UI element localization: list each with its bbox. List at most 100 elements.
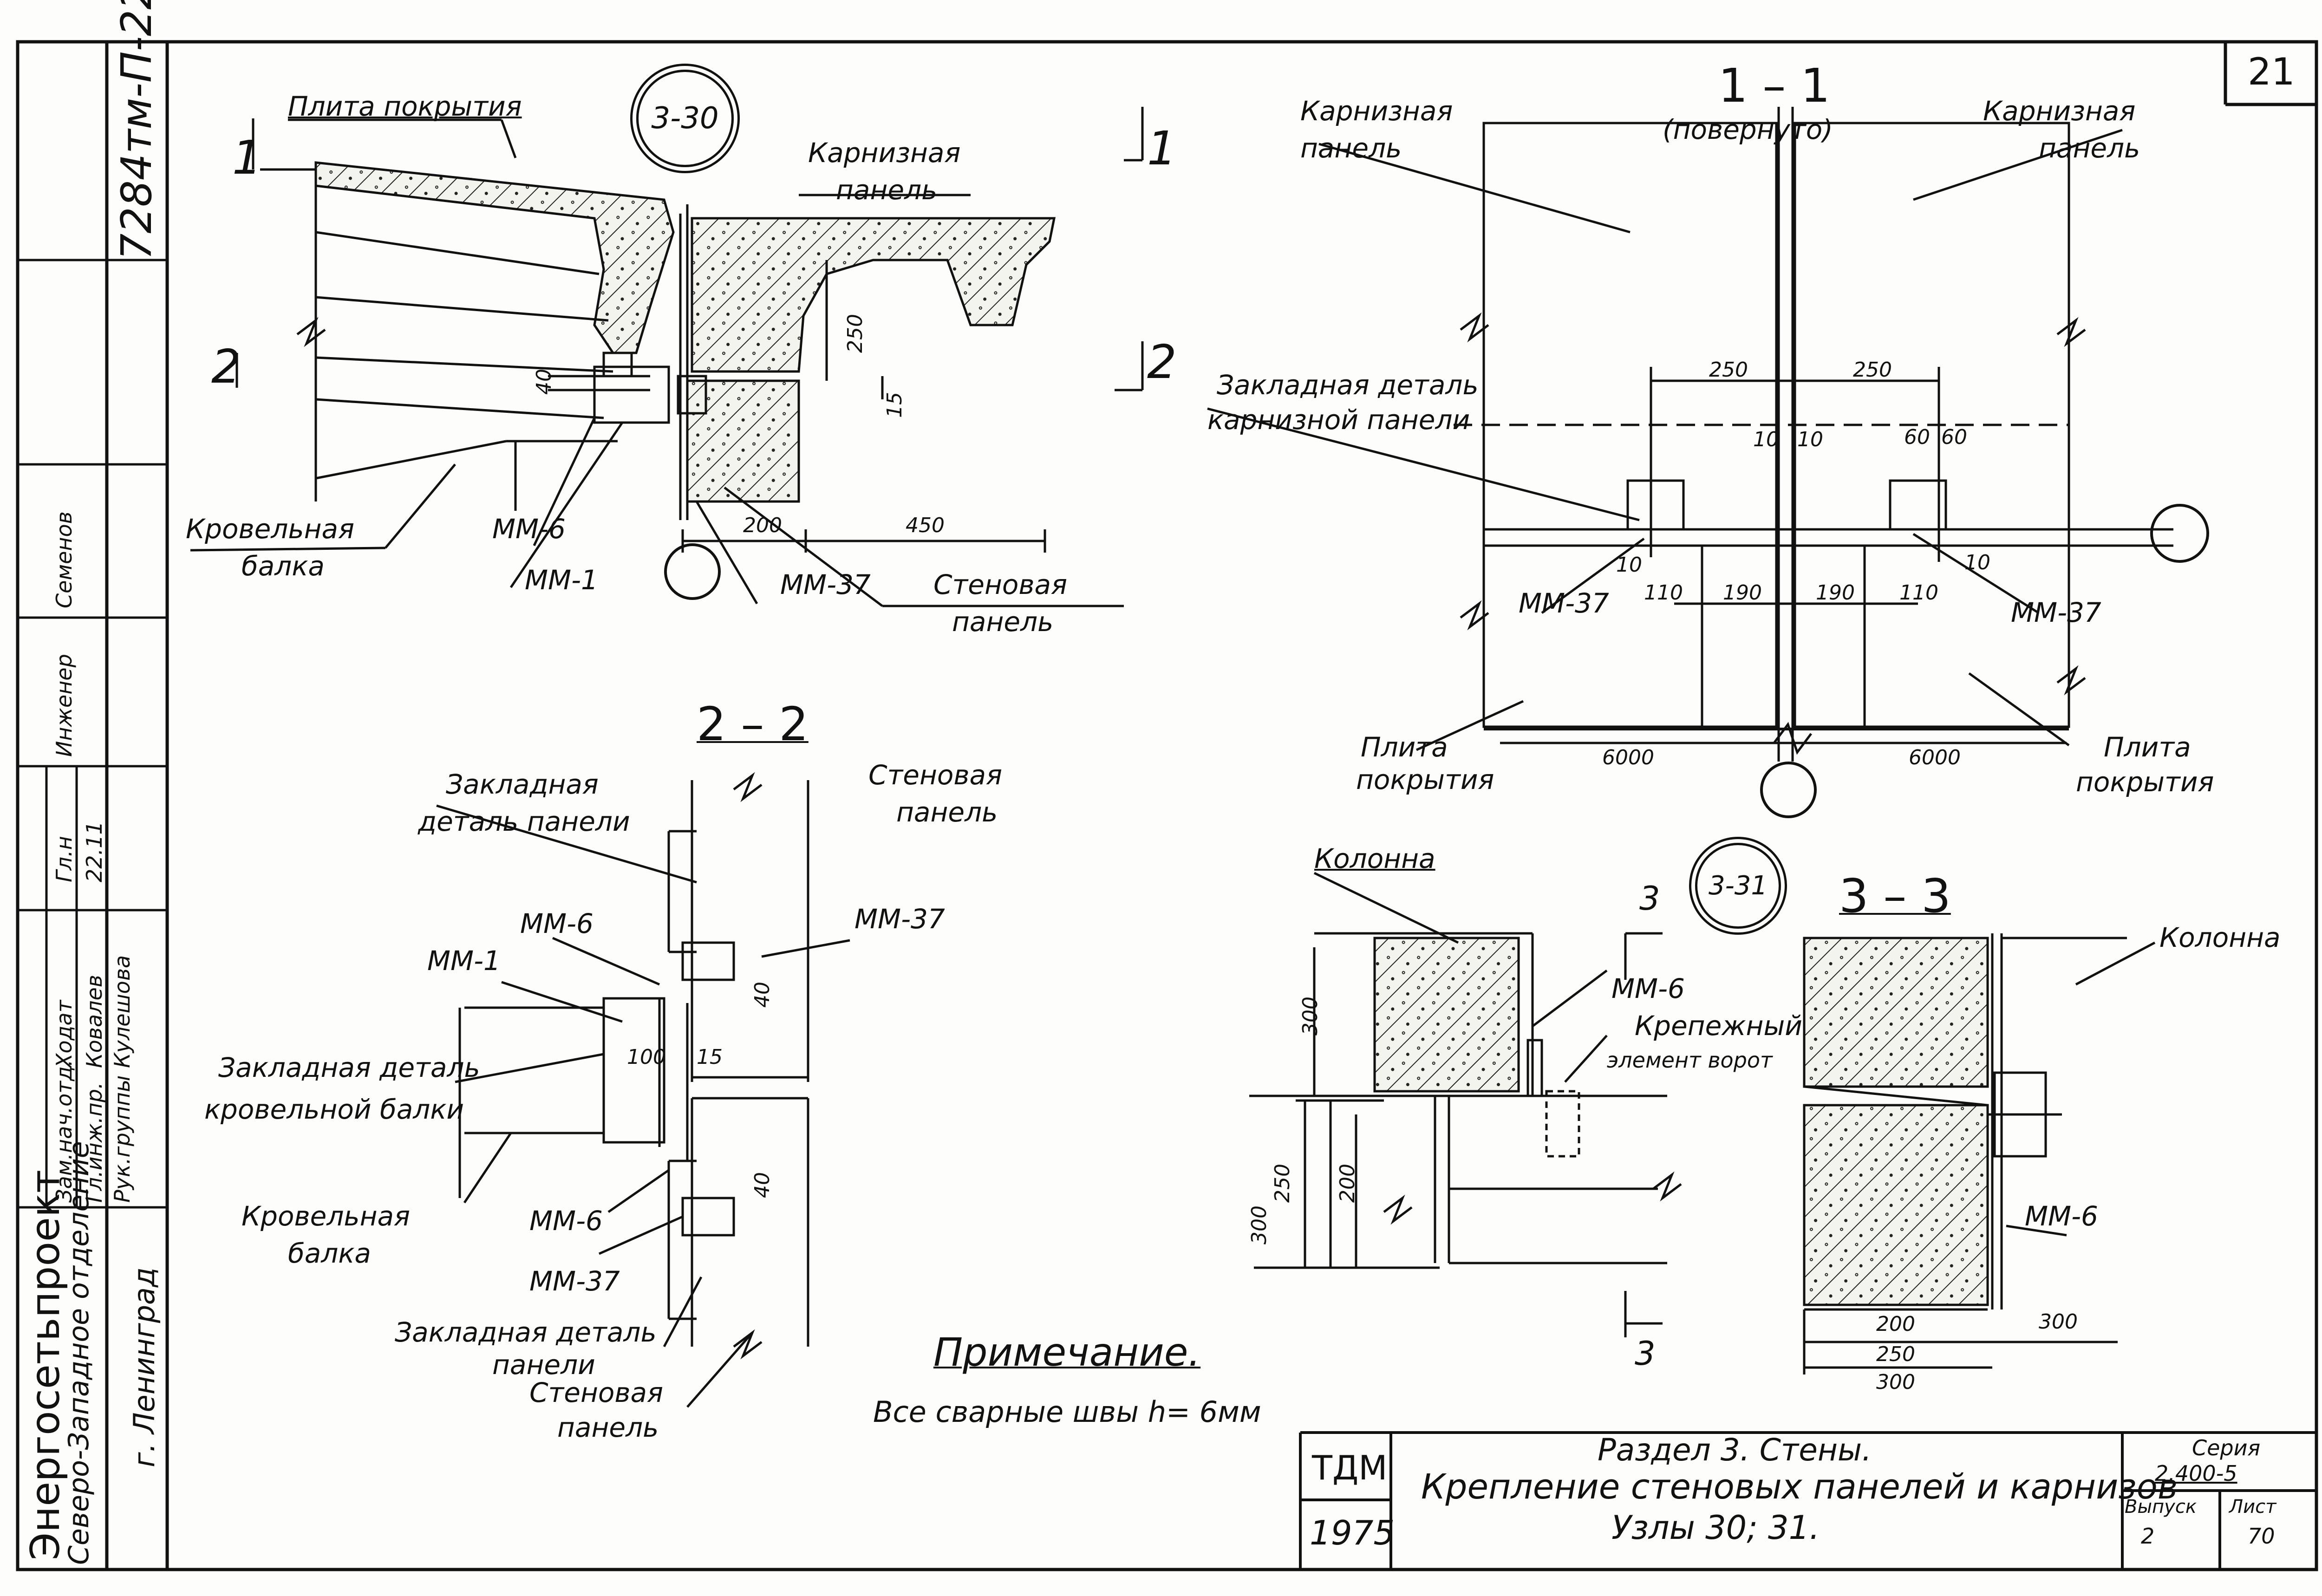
label-mm6-31: ММ-6: [1611, 973, 1685, 1004]
axis-circle-section11-right: [2150, 504, 2209, 563]
label-mm37-22-bottom: ММ-37: [529, 1265, 620, 1297]
axis-circle-section11-bottom: [1760, 762, 1817, 818]
section-mark-3-top: 3: [1639, 879, 1660, 918]
label-embed-beam-a: Закладная деталь: [218, 1052, 480, 1083]
sidebar-name-3: Кулешова: [110, 955, 135, 1068]
dim-31-200: 200: [1336, 1164, 1359, 1203]
dim-11-190-left: 190: [1723, 581, 1762, 605]
sidebar-org-line2: Северо-Западное отделение: [63, 1141, 95, 1565]
label-fastener-a: Крепежный: [1635, 1010, 1802, 1042]
title-block-line3: Узлы 30; 31.: [1611, 1509, 1820, 1547]
title-block-line1: Раздел 3. Стены.: [1598, 1432, 1872, 1468]
section-1-1-drawing: [1207, 107, 2173, 762]
sheet-frame: [16, 40, 2318, 1571]
label-wall-top-b: панель: [896, 796, 998, 828]
label-wall-panel-30-a: Стеновая: [933, 569, 1067, 600]
sidebar-extra-2: Семенов: [52, 511, 77, 608]
dim-11-250-left: 250: [1709, 358, 1748, 382]
label-mm37-11-left: ММ-37: [1519, 587, 1609, 619]
label-mm37-22-top: ММ-37: [854, 903, 945, 935]
sidebar-grid: [18, 259, 167, 1209]
dim-11-6000-right: 6000: [1909, 746, 1961, 769]
section-mark-1-left: 1: [232, 130, 262, 185]
label-slab-left-b: покрытия: [1356, 764, 1494, 795]
sidebar-org-line3: г. Ленинград: [127, 1267, 161, 1467]
note-title: Примечание.: [933, 1329, 1201, 1375]
dim-30-250: 250: [843, 314, 867, 353]
dim-22-15: 15: [697, 1045, 723, 1069]
label-embed-beam-b: кровельной балки: [204, 1094, 464, 1125]
dim-11-60-b: 60: [1941, 425, 1967, 449]
label-roof-beam-30-b: балка: [241, 550, 325, 582]
dim-11-10-c: 10: [1616, 553, 1642, 577]
dim-33-250: 250: [1876, 1342, 1915, 1366]
sheet-number: 21: [2248, 50, 2295, 93]
label-cornice-left-a: Карнизная: [1300, 95, 1453, 127]
dim-11-10-b: 10: [1797, 428, 1823, 451]
label-cornice-left-b: панель: [1300, 132, 1402, 164]
title-block-sheet-value: 70: [2248, 1524, 2275, 1549]
section-2-2-title: 2 – 2: [697, 697, 809, 751]
section-1-1-subtitle: (повернуто): [1663, 114, 1833, 145]
label-wall-bottom-b: панель: [557, 1412, 659, 1443]
label-slab-right-b: покрытия: [2076, 766, 2214, 798]
break-marks: [296, 312, 2086, 1360]
label-embed-panel-top-a: Закладная: [446, 769, 599, 800]
title-block-series-value: 2.400-5: [2155, 1461, 2237, 1486]
section-3-3-title: 3 – 3: [1839, 869, 1951, 923]
label-beam-22-a: Кровельная: [241, 1200, 410, 1232]
dim-33-300-bottom: 300: [1876, 1370, 1915, 1394]
label-embed-panel-top-b: деталь панели: [418, 806, 630, 837]
dim-33-300-right: 300: [2039, 1310, 2078, 1334]
node-marker-31: 3-31: [1695, 843, 1781, 929]
dim-31-300-upper: 300: [1298, 997, 1322, 1036]
label-slab-left-a: Плита: [1361, 731, 1448, 763]
label-mm6-22-top: ММ-6: [520, 908, 594, 939]
stamp-code: 7284тм-П-22: [112, 0, 161, 260]
sidebar-role-2: Гл.инж.пр.: [82, 1082, 107, 1203]
sidebar-role-1: Зам.нач.отд.: [52, 1059, 77, 1203]
sidebar-name-1: Ходат: [52, 1000, 77, 1068]
node-30-drawing: [190, 107, 1144, 607]
label-embed-cornice-b: карнизной панели: [1207, 404, 1470, 436]
dim-11-10-d: 10: [1964, 551, 1990, 574]
label-cornice-panel-30-b: панель: [836, 174, 938, 206]
dim-31-300-lower: 300: [1247, 1205, 1271, 1244]
sidebar-org-line1: Энергосетьпроект: [22, 1170, 69, 1560]
title-block-sheet-label: Лист: [2229, 1496, 2276, 1518]
label-roof-slab: Плита покрытия: [288, 91, 522, 122]
sidebar-extra-3: Гл.н: [52, 836, 77, 882]
label-column-33: Колонна: [2159, 922, 2281, 953]
label-mm37-11-right: ММ-37: [2011, 597, 2101, 628]
node-marker-30: 3-30: [636, 70, 734, 167]
dim-11-10-a: 10: [1753, 428, 1779, 451]
dim-11-6000-left: 6000: [1602, 746, 1654, 769]
label-column-31: Колонна: [1314, 843, 1435, 874]
section-mark-2-right: 2: [1147, 335, 1177, 389]
title-block-year: 1975: [1310, 1513, 1395, 1552]
label-wall-bottom-a: Стеновая: [529, 1377, 663, 1408]
dim-22-100: 100: [627, 1045, 666, 1069]
label-wall-panel-30-b: панель: [952, 606, 1054, 638]
label-mm1-22: ММ-1: [427, 945, 501, 977]
title-block-org: ТДМ: [1312, 1448, 1388, 1487]
sidebar-role-3: Рук.группы: [110, 1075, 135, 1203]
dim-11-250-right: 250: [1853, 358, 1892, 382]
title-block-line2: Крепление стеновых панелей и карнизов: [1421, 1467, 2178, 1507]
label-roof-beam-30-a: Кровельная: [186, 513, 354, 545]
label-mm6-30: ММ-6: [492, 513, 566, 545]
dim-30-450: 450: [906, 514, 945, 537]
section-mark-3-bottom: 3: [1635, 1335, 1656, 1373]
label-cornice-right-b: панель: [2039, 132, 2140, 164]
dim-22-40-bottom: 40: [750, 1172, 774, 1198]
label-embed-panel-bottom-b: панели: [492, 1349, 595, 1381]
dim-33-200: 200: [1876, 1312, 1915, 1336]
dim-22-40-top: 40: [750, 982, 774, 1008]
title-block-series-label: Серия: [2192, 1435, 2261, 1460]
section-1-1-title: 1 – 1: [1718, 59, 1830, 113]
label-embed-panel-bottom-a: Закладная деталь: [395, 1316, 657, 1348]
label-embed-cornice-a: Закладная деталь: [1217, 369, 1479, 401]
dim-11-110-right: 110: [1899, 581, 1938, 605]
label-cornice-panel-30-a: Карнизная: [808, 137, 961, 169]
